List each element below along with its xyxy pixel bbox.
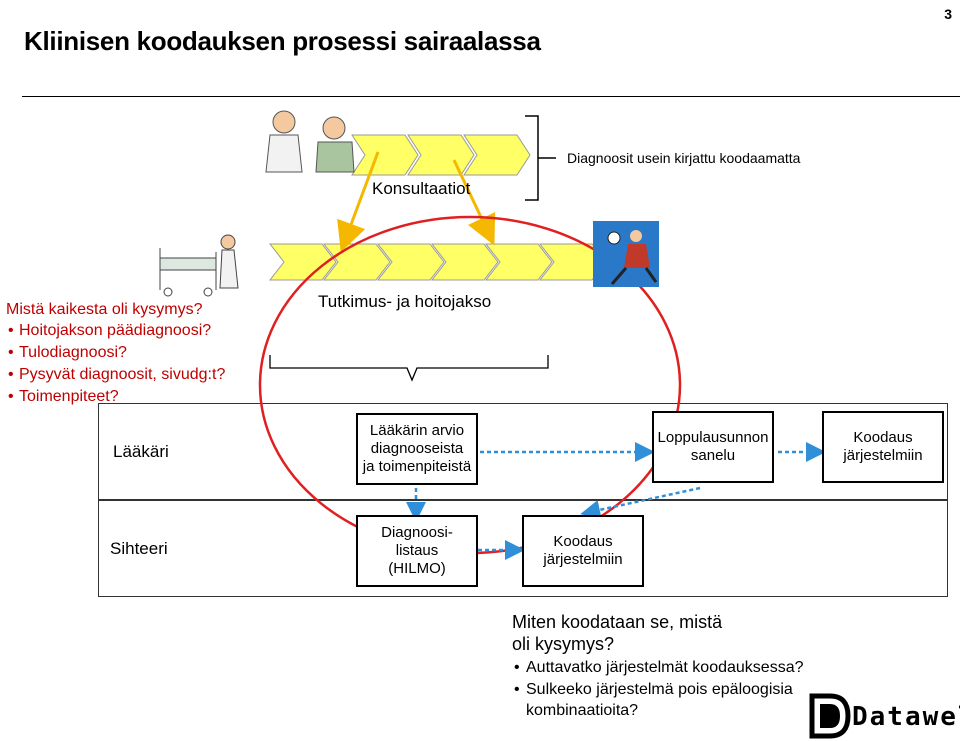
box-line: Koodaus [553, 533, 613, 550]
questions-top-heading: Mistä kaikesta oli kysymys? [6, 301, 203, 318]
box-line: järjestelmiin [543, 551, 623, 568]
consult-chevrons [351, 134, 531, 176]
consult-brace-note: Diagnoosit usein kirjattu koodaamatta [567, 150, 801, 166]
box-line: ja toimenpiteistä [362, 458, 472, 475]
treatment-label: Tutkimus- ja hoitojakso [318, 292, 492, 311]
box-line: järjestelmiin [843, 447, 923, 464]
list-item: Hoitojakson päädiagnoosi? [6, 320, 266, 342]
orange-arrow-down [337, 151, 380, 253]
doctor-lane-label: Lääkäri [113, 442, 169, 461]
page-number: 3 [944, 6, 952, 22]
hospital-bed-icon [159, 234, 239, 297]
list-item: Sulkeeko järjestelmä pois epäloogisia [512, 679, 842, 701]
secretary-lane-label: Sihteeri [110, 539, 168, 558]
arrow-dictation-to-coding [580, 486, 701, 520]
doctors-illustration-icon [265, 110, 355, 173]
title-divider [22, 96, 960, 97]
consult-label: Konsultaatiot [372, 179, 471, 198]
doctor-coding-box: Koodaus järjestelmiin [822, 411, 944, 483]
heading-line: oli kysymys? [512, 634, 615, 654]
heading-line: Miten koodataan se, mistä [512, 612, 723, 632]
doctor-assessment-box: Lääkärin arvio diagnooseista ja toimenpi… [356, 413, 478, 485]
questions-top-list: Hoitojakson päädiagnoosi? Tulodiagnoosi?… [6, 320, 266, 408]
box-line: Diagnoosi- [381, 524, 453, 541]
box-line: listaus [395, 542, 439, 559]
list-item: Toimenpiteet? [6, 386, 266, 408]
questions-bottom-list: Auttavatko järjestelmät koodauksessa? Su… [512, 657, 842, 701]
datawell-logo-text: Datawell [852, 702, 960, 732]
diagnosis-listing-box: Diagnoosi- listaus (HILMO) [356, 515, 478, 587]
questions-bottom: Miten koodataan se, mistä oli kysymys? A… [512, 611, 842, 721]
box-line: Loppulausunnon [657, 429, 769, 446]
box-line: (HILMO) [388, 560, 446, 577]
treatment-chevrons [268, 243, 607, 281]
box-line: Lääkärin arvio [369, 422, 465, 439]
box-line: Koodaus [853, 429, 913, 446]
questions-bottom-continuation: kombinaatioita? [526, 702, 639, 719]
list-item: Pysyvät diagnoosit, sivudg:t? [6, 364, 266, 386]
page-title: Kliinisen koodauksen prosessi sairaalass… [24, 26, 541, 56]
secretary-coding-box: Koodaus järjestelmiin [522, 515, 644, 587]
box-line: sanelu [690, 447, 736, 464]
orange-arrow-up [452, 159, 496, 246]
soccer-player-icon [593, 221, 659, 287]
questions-top: Mistä kaikesta oli kysymys? Hoitojakson … [6, 300, 266, 408]
box-line: diagnooseista [370, 440, 464, 457]
treatment-brace [269, 355, 549, 382]
questions-bottom-heading: Miten koodataan se, mistä oli kysymys? [512, 611, 842, 655]
list-item: Auttavatko järjestelmät koodauksessa? [512, 657, 842, 679]
dictation-box: Loppulausunnon sanelu [652, 411, 774, 483]
list-item: Tulodiagnoosi? [6, 342, 266, 364]
